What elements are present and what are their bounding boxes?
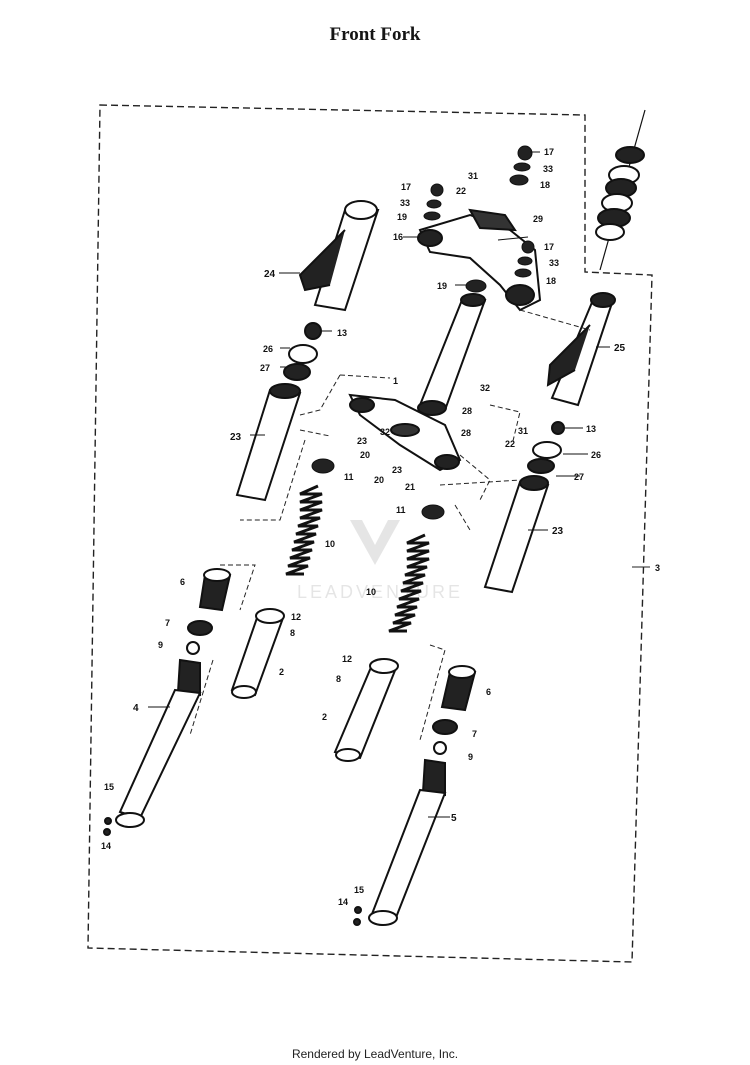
right-inner-tube: [333, 658, 399, 762]
callout-19: 19: [397, 212, 407, 222]
callout-33: 33: [549, 258, 559, 268]
assembly-boundary: [87, 104, 653, 963]
callout-25: 25: [614, 343, 626, 354]
callout-18: 18: [546, 276, 556, 286]
callout-11: 11: [396, 505, 406, 515]
bolts-cluster: [423, 145, 535, 293]
callout-17: 17: [544, 147, 554, 157]
callout-4: 4: [133, 703, 139, 714]
callout-23: 23: [552, 526, 564, 537]
guide-lines: [189, 309, 591, 741]
callout-22: 22: [505, 439, 515, 449]
callout-23: 23: [230, 432, 242, 443]
callout-28: 28: [461, 428, 471, 438]
callout-33: 33: [400, 198, 410, 208]
callout-8: 8: [290, 628, 295, 638]
callout-23: 23: [357, 436, 367, 446]
callout-14: 14: [101, 841, 111, 851]
callout-14: 14: [338, 897, 348, 907]
callout-29: 29: [533, 214, 543, 224]
left-inner-tube: [230, 608, 285, 699]
callout-26: 26: [591, 450, 601, 460]
right-lower-cover: [483, 421, 565, 594]
left-upper-cover: [298, 200, 380, 312]
callout-19: 19: [437, 281, 447, 291]
leader-lines: [148, 151, 610, 818]
footer-credit: Rendered by LeadVenture, Inc.: [291, 1047, 459, 1061]
callout-20: 20: [374, 475, 384, 485]
callout-20: 20: [360, 450, 370, 460]
callout-6: 6: [180, 577, 185, 587]
callout-11: 11: [344, 472, 354, 482]
callout-32: 32: [480, 383, 490, 393]
callout-10: 10: [325, 539, 335, 549]
callout-26: 26: [263, 344, 273, 354]
callout-21: 21: [405, 482, 415, 492]
callout-18: 18: [540, 180, 550, 190]
left-spring: [285, 458, 335, 576]
callout-7: 7: [165, 618, 170, 628]
callout-22: 22: [456, 186, 466, 196]
steering-head-bearings: [595, 109, 646, 271]
callout-15: 15: [104, 782, 114, 792]
callout-9: 9: [158, 640, 163, 650]
callouts: 17 33 18 31 22 29 17 33 19 16 17 33 18 1…: [101, 147, 660, 907]
callout-27: 27: [574, 472, 584, 482]
callout-9: 9: [468, 752, 473, 762]
callout-2: 2: [279, 667, 284, 677]
callout-13: 13: [586, 424, 596, 434]
callout-16: 16: [393, 232, 403, 242]
callout-17: 17: [401, 182, 411, 192]
callout-7: 7: [472, 729, 477, 739]
callout-2: 2: [322, 712, 327, 722]
callout-32: 32: [380, 427, 390, 437]
callout-13: 13: [337, 328, 347, 338]
callout-23: 23: [392, 465, 402, 475]
callout-28: 28: [462, 406, 472, 416]
page-title: Front Fork: [329, 24, 421, 45]
callout-12: 12: [342, 654, 352, 664]
callout-15: 15: [354, 885, 364, 895]
left-bottom-case: [103, 568, 232, 836]
watermark-logo: LEADVENTURE: [297, 520, 463, 602]
callout-8: 8: [336, 674, 341, 684]
callout-31: 31: [518, 426, 528, 436]
callout-27: 27: [260, 363, 270, 373]
callout-17: 17: [544, 242, 554, 252]
callout-5: 5: [451, 813, 457, 824]
callout-33: 33: [543, 164, 553, 174]
callout-24: 24: [264, 269, 276, 280]
svg-text:LEADVENTURE: LEADVENTURE: [297, 582, 463, 602]
callout-10: 10: [366, 587, 376, 597]
callout-3: 3: [655, 563, 660, 573]
callout-12: 12: [291, 612, 301, 622]
right-spring: [388, 504, 445, 633]
callout-6: 6: [486, 687, 491, 697]
right-bottom-case: [353, 665, 477, 926]
callout-31: 31: [468, 171, 478, 181]
callout-1: 1: [393, 376, 398, 386]
under-bracket: [348, 393, 462, 472]
right-upper-cover: [546, 292, 616, 407]
steering-stem: [417, 293, 487, 416]
left-lower-cover: [235, 322, 322, 502]
